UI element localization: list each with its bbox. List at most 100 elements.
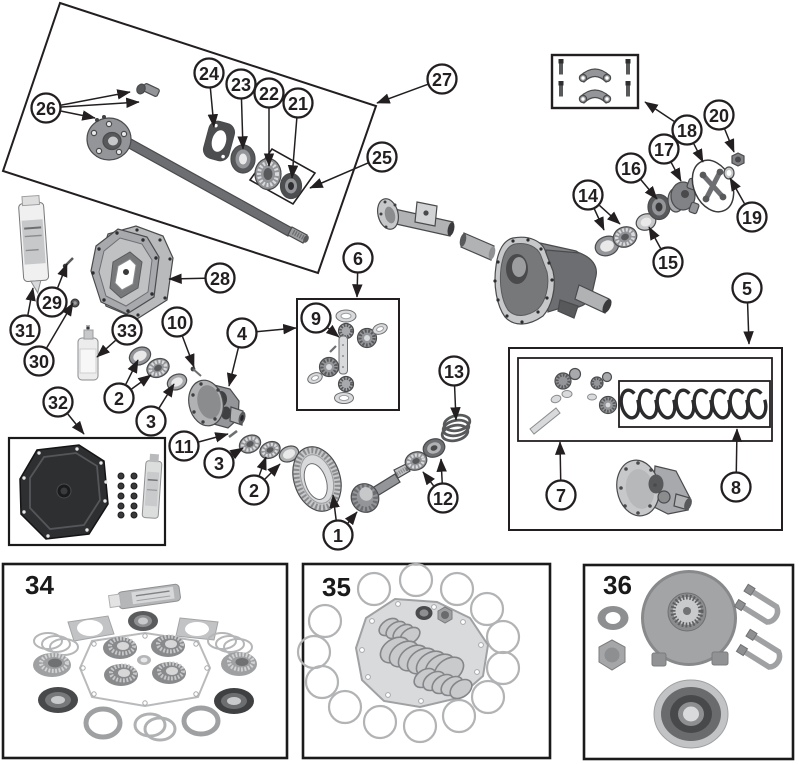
callout-19: 19: [729, 177, 768, 233]
callout-number: 18: [677, 121, 697, 141]
callout-number: 22: [259, 84, 279, 104]
limited-slip-case: [616, 459, 692, 517]
callout-circle: [736, 201, 768, 233]
callout-number: 5: [742, 279, 752, 299]
callout-circle: [720, 471, 752, 503]
leader-line: [648, 226, 662, 249]
axle-shaft-kit-box: [1, 1, 378, 275]
leader-line: [226, 347, 240, 387]
callout-circle: [42, 386, 74, 418]
callout-circle: [572, 179, 604, 211]
leader-line: [329, 494, 340, 520]
callout-circle: [226, 317, 258, 349]
leader-line: [229, 447, 244, 460]
leader-line: [67, 413, 85, 435]
callout-circle: [204, 262, 236, 294]
side-gear-right: [356, 327, 378, 349]
callout-number: 31: [15, 321, 35, 341]
cover-bolts-photo: [117, 472, 138, 519]
rtv-bottle: [77, 325, 99, 381]
callout-circle: [342, 242, 374, 274]
callout-21: 21: [282, 87, 314, 179]
callout-circle: [427, 482, 459, 514]
callout-11: 11: [168, 430, 229, 462]
callout-15: 15: [648, 226, 684, 278]
callout-number: 23: [231, 75, 251, 95]
callout-circle: [426, 63, 458, 95]
callout-number: 1: [333, 526, 343, 546]
callout-number: 2: [249, 481, 259, 501]
wheel-stud: [136, 83, 160, 97]
carrier-bearing: [146, 357, 170, 379]
side-gear-left: [318, 356, 340, 378]
callout-number: 2: [114, 389, 124, 409]
callout-circle: [9, 314, 41, 346]
leader-line: [352, 273, 363, 298]
pinion-bearing: [612, 226, 638, 248]
callout-number: 9: [311, 309, 321, 329]
callout-30: 30: [23, 302, 74, 377]
callout-27: 27: [376, 63, 458, 104]
leader-line: [731, 428, 743, 472]
leader-line: [422, 471, 435, 487]
callout-number: 20: [709, 106, 729, 126]
ring-gear: [292, 446, 342, 512]
leader-line: [257, 323, 297, 335]
callout-number: 16: [621, 159, 641, 179]
callout-circle: [300, 302, 332, 334]
leader-line: [181, 336, 195, 368]
leader-line: [125, 359, 139, 385]
leader-line: [131, 374, 152, 390]
callout-23: 23: [225, 68, 257, 150]
callout-circle: [652, 246, 684, 278]
leader-line: [325, 324, 340, 338]
callout-24: 24: [193, 57, 225, 128]
callout-number: 27: [432, 70, 452, 90]
callout-circle: [322, 519, 354, 551]
axle-housing: [376, 198, 612, 325]
pinion-front-bearing: [404, 451, 428, 471]
leader-line: [57, 263, 68, 288]
kit-box-label-35: 35: [322, 572, 351, 602]
callout-number: 24: [199, 64, 219, 84]
callout-number: 28: [210, 269, 230, 289]
cover-screw: [62, 257, 74, 269]
callout-7: 7: [545, 441, 577, 511]
ring-gear-bolt: [190, 366, 202, 377]
leader-line: [61, 89, 131, 106]
kit-center-bearings: [103, 634, 186, 686]
pinion-snout: [574, 284, 610, 314]
leader-line: [692, 143, 704, 163]
leader-line: [376, 83, 428, 104]
callout-number: 11: [174, 437, 193, 457]
u-joint-strap-kit-box: [550, 53, 640, 110]
callout-number: 32: [48, 393, 68, 413]
callout-3: 3: [135, 383, 175, 437]
spider-gear-2: [337, 375, 355, 393]
leader-line: [670, 162, 682, 182]
cross-shaft: [338, 335, 348, 375]
differential-carrier: [188, 379, 246, 429]
callout-number: 30: [29, 352, 49, 372]
callout-14: 14: [572, 179, 621, 231]
pinion-yoke-parts: [594, 152, 745, 257]
callout-circle: [282, 87, 314, 119]
callout-circle: [103, 382, 135, 414]
diff-cover-parts: [18, 194, 174, 381]
callout-number: 3: [214, 454, 224, 474]
roll-pin: [228, 429, 238, 439]
leader-line: [25, 287, 36, 315]
callout-25: 25: [309, 141, 398, 189]
diff-cover: [90, 228, 160, 315]
axle-seal: [230, 144, 256, 174]
leader-line: [237, 99, 248, 150]
callout-number: 6: [353, 249, 363, 269]
master-bearing-kit-photo: [1, 562, 289, 760]
callout-16: 16: [615, 152, 658, 200]
callout-number: 7: [556, 486, 566, 506]
callout-circle: [648, 133, 680, 165]
yoke-flange-photo: [641, 570, 737, 667]
leader-line: [256, 456, 267, 476]
callout-5: 5: [731, 272, 763, 345]
callout-18: 18: [644, 101, 704, 163]
